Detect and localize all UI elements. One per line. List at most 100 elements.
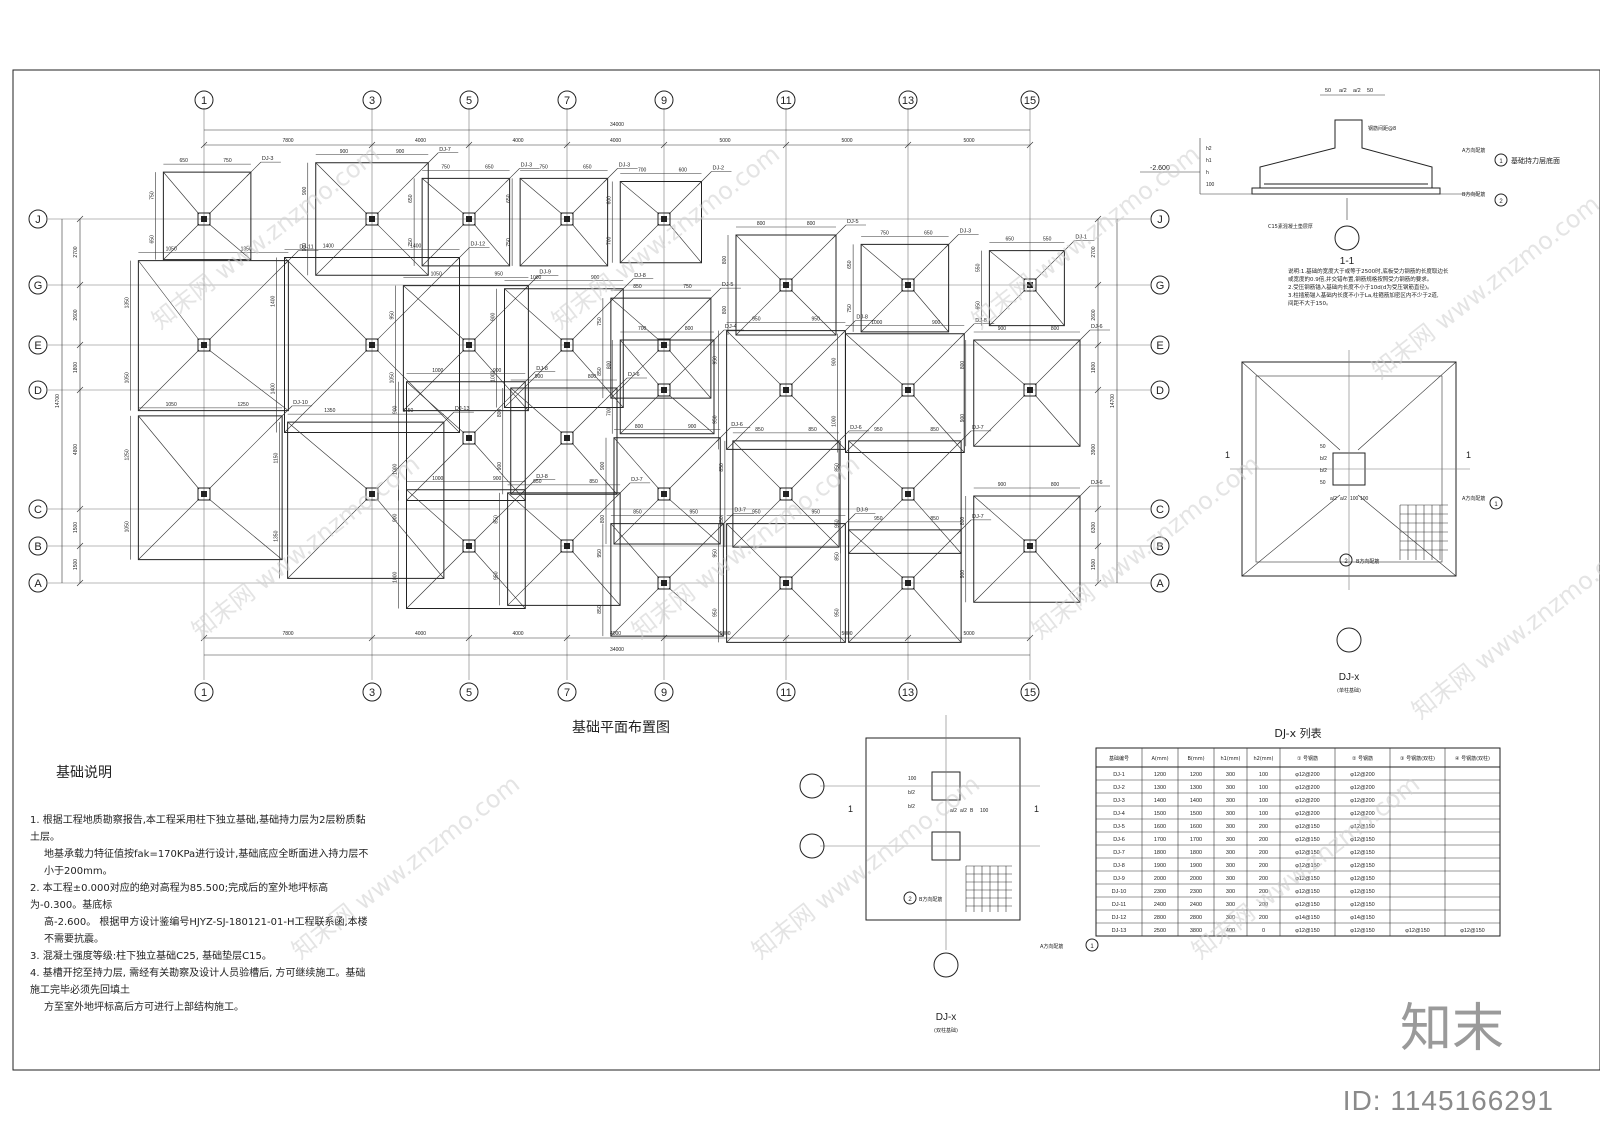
column	[201, 491, 207, 497]
leader	[709, 329, 725, 345]
axis-bubble-3	[362, 90, 382, 110]
watermark-text: 知末网 www.znzmo.com	[186, 450, 425, 645]
footing-slope	[287, 421, 368, 490]
dim-total-right-label: 14700	[1110, 394, 1116, 408]
footing-tag: DJ-6	[731, 422, 743, 428]
column	[564, 216, 570, 222]
footing-dim-a-v: 800	[600, 515, 606, 524]
tick	[782, 634, 790, 642]
axis-bubble-C	[28, 499, 48, 519]
table-cell: 300	[1226, 889, 1235, 895]
footing-slope	[726, 523, 782, 579]
table-cell: 300	[1226, 798, 1235, 804]
footing-tag: DJ-8	[856, 315, 868, 321]
footing-outline	[973, 339, 1081, 447]
dim-total-bottom-label: 34000	[610, 647, 624, 653]
footing-dim-a: 750	[441, 164, 450, 170]
footing-tag: DJ-6	[850, 425, 862, 431]
dim-label: 1800	[1091, 362, 1097, 373]
footing-slope	[208, 223, 252, 260]
leader	[1075, 329, 1091, 345]
dim-label: 2700	[1091, 246, 1097, 257]
footing-slope	[519, 223, 563, 267]
footing-tag: DJ-11	[299, 245, 313, 251]
column-stub	[462, 212, 476, 226]
axis-bubble-15	[1020, 90, 1040, 110]
table-cell: 1600	[1190, 824, 1202, 830]
footing-dim-b-v: 800	[606, 361, 612, 370]
column-stub	[901, 278, 915, 292]
note-line: 2. 本工程±0.000对应的绝对高程为85.500;完成后的室外地坪标高为-0…	[30, 883, 329, 911]
footing-slope	[163, 171, 200, 215]
section-label: C15素混凝土垫层厚	[1268, 223, 1313, 230]
bar-mark-label: 2	[908, 897, 912, 903]
note-line: 3. 混凝土强度等级:柱下独立基础C25, 基础垫层C15。	[30, 951, 272, 962]
section-label: A方向配筋	[1462, 147, 1485, 154]
bar-mark-2	[1339, 553, 1353, 567]
footing-outline	[137, 415, 283, 561]
footing-dim-b-v: 850	[835, 552, 841, 561]
footing-outline	[860, 243, 950, 333]
footing-dim-b: 650	[583, 164, 592, 170]
axis-label-bottom-9: 9	[661, 687, 667, 699]
cut-label: 1	[1034, 804, 1039, 814]
plan-title: 基础平面布置图	[572, 720, 670, 736]
footing-dim-b: 800	[1051, 326, 1060, 332]
footing-dim-a-v: 900	[302, 243, 308, 252]
table-cell: φ12@150	[1460, 928, 1484, 934]
footing-dim-a: 1400	[323, 244, 334, 250]
footing-dim-b-v: 950	[389, 311, 395, 320]
djx2-outline	[865, 737, 1021, 921]
table-header: A(mm)	[1151, 756, 1168, 762]
tick	[904, 141, 912, 149]
djx-diagonal	[1241, 361, 1341, 451]
dim-label: 4000	[415, 138, 426, 144]
table-cell: φ12@150	[1350, 876, 1374, 882]
footing-slope	[668, 349, 712, 399]
cut-label: 1	[1466, 450, 1471, 460]
footing-slope	[519, 178, 563, 215]
footing-slope	[912, 529, 962, 579]
djx2-dim: b/2	[908, 804, 915, 810]
footing-dim-b: 950	[690, 510, 699, 516]
footing-dim-a-v: 1050	[124, 372, 130, 383]
footing-slope	[1034, 339, 1081, 386]
footing-dim-a-v: 950	[713, 415, 719, 424]
footing-dim-a: 800	[757, 221, 766, 227]
table-cell: 300	[1226, 837, 1235, 843]
djx-title: DJ-x	[1339, 672, 1360, 683]
footing-outline	[732, 440, 840, 548]
tick	[782, 141, 790, 149]
footing-slope	[790, 498, 840, 548]
section-label: B方向配筋	[1462, 191, 1485, 198]
axis-label-13: 13	[902, 95, 914, 107]
column	[783, 387, 789, 393]
remark-line: 或宽度的0.9倍,并交错布置,钢筋规格按照受力钢筋的要求。	[1288, 277, 1433, 283]
dim-label: 1500	[73, 559, 79, 570]
leader	[706, 287, 722, 303]
footing-dim-a: 1000	[432, 476, 443, 482]
djx-dim: a/2	[1330, 496, 1337, 502]
table-cell: DJ-8	[1113, 863, 1125, 869]
footing-slope	[790, 394, 846, 450]
table-cell: 2400	[1154, 902, 1166, 908]
footing-slope	[620, 339, 660, 386]
footing-dim-b-v: 900	[393, 405, 399, 414]
column	[661, 580, 667, 586]
table-cell: 200	[1259, 863, 1268, 869]
footing-dim-b: 800	[685, 326, 694, 332]
footing-slope	[284, 257, 368, 341]
table-cell: 1800	[1154, 850, 1166, 856]
column	[369, 342, 375, 348]
footing-dim-a: 950	[752, 317, 761, 323]
axis-bubble-1	[194, 90, 214, 110]
tick	[1026, 634, 1034, 642]
column-stub	[1023, 383, 1037, 397]
axis-bubble-right-B	[1150, 536, 1170, 556]
table-cell: 300	[1226, 876, 1235, 882]
